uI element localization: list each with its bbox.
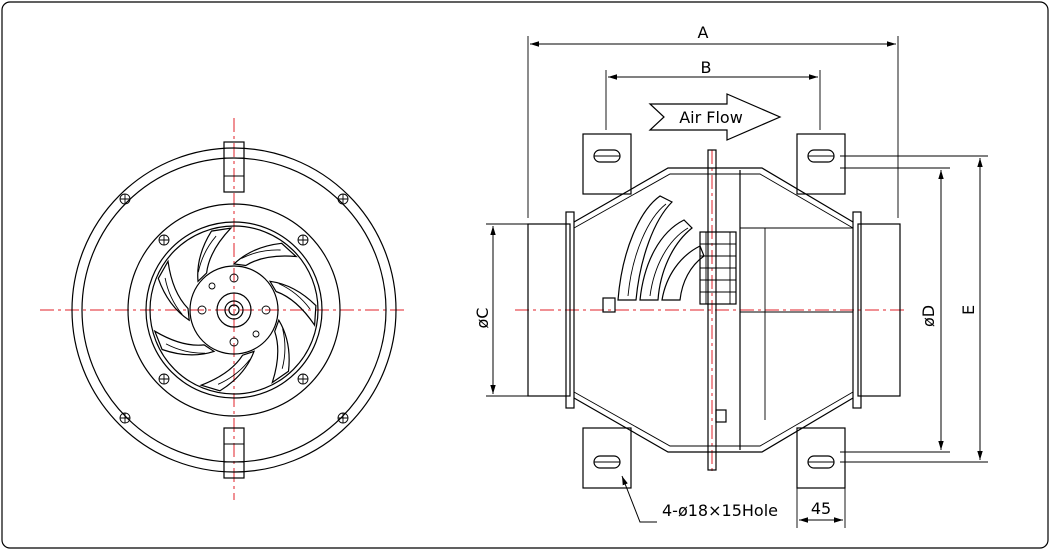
impeller-blade: [153, 329, 216, 356]
dim-e-label: E: [959, 305, 978, 315]
screw-icon: [119, 412, 131, 424]
impeller-blade: [157, 259, 190, 322]
outlet-duct: [857, 223, 901, 397]
screw-icon: [297, 234, 309, 246]
front-hub-shaft: [224, 300, 244, 320]
impeller-blades: [153, 227, 317, 392]
hub-hole: [252, 330, 260, 338]
impeller-blade-edge: [197, 235, 217, 273]
front-flange-outer: [71, 147, 397, 473]
hub-hole: [261, 305, 271, 315]
front-hub-axle: [228, 304, 240, 316]
dim-d-label: øD: [919, 305, 938, 327]
front-hub-outer: [189, 265, 279, 355]
screw-icon: [337, 412, 349, 424]
side-bracket-top-left: [582, 133, 632, 195]
inlet-flange: [565, 211, 575, 409]
dim-45-label: 45: [811, 499, 831, 518]
dim-c-label: øC: [473, 308, 492, 329]
hub-hole: [229, 337, 239, 347]
clamp-bolt: [715, 409, 727, 423]
front-top-bracket: [223, 141, 245, 193]
dimensions: A B Air Flow øC øD E 45 4-ø18×15Hole: [473, 23, 988, 528]
fan-body-upper: [573, 167, 854, 223]
screw-icon: [337, 193, 349, 205]
front-view: [40, 118, 405, 500]
impeller-blade: [268, 280, 317, 327]
impeller-blade-edge: [217, 359, 251, 385]
motor-terminal: [602, 297, 616, 313]
hub-hole: [208, 282, 216, 290]
dim-a-label: A: [698, 23, 709, 42]
impeller-blade-edge: [164, 277, 183, 315]
inlet-duct: [527, 223, 571, 397]
hub-hole: [229, 273, 239, 283]
screw-icon: [158, 373, 170, 385]
front-housing-ring: [127, 203, 341, 417]
fan-body-upper-inner: [573, 173, 854, 229]
airflow-label: Air Flow: [679, 108, 743, 127]
side-bracket-bottom-right: [796, 427, 846, 489]
impeller-blade: [271, 318, 290, 384]
front-bottom-bracket: [223, 427, 245, 479]
hub-hole: [197, 305, 207, 315]
screw-icon: [297, 373, 309, 385]
front-hub-inner: [216, 292, 252, 328]
front-duct-outer: [145, 221, 323, 399]
airflow-arrow-icon: [648, 93, 782, 141]
fan-body-lower: [573, 397, 854, 453]
impeller-blade-edge: [165, 343, 206, 354]
dim-b-label: B: [701, 58, 712, 77]
center-clamp-ring: [707, 149, 717, 471]
impeller-blade: [232, 242, 298, 267]
hole-note-label: 4-ø18×15Hole: [662, 501, 778, 520]
impeller-blade: [199, 350, 256, 392]
side-bracket-bottom-left: [582, 427, 632, 489]
outlet-flange: [852, 211, 862, 409]
screw-icon: [158, 234, 170, 246]
impeller-blade-edge: [281, 328, 286, 369]
fan-body-lower-inner: [573, 391, 854, 447]
impeller-blade-edge: [241, 249, 281, 259]
impeller-blade-edge: [278, 283, 311, 310]
side-impeller: [617, 195, 737, 305]
front-duct-inner: [149, 225, 319, 395]
front-flange-screws: [119, 193, 349, 424]
side-bracket-top-right: [796, 133, 846, 195]
impeller-blade: [197, 227, 233, 283]
side-view: [515, 133, 905, 489]
hole-note-leader: [621, 475, 657, 523]
screw-icon: [119, 193, 131, 205]
